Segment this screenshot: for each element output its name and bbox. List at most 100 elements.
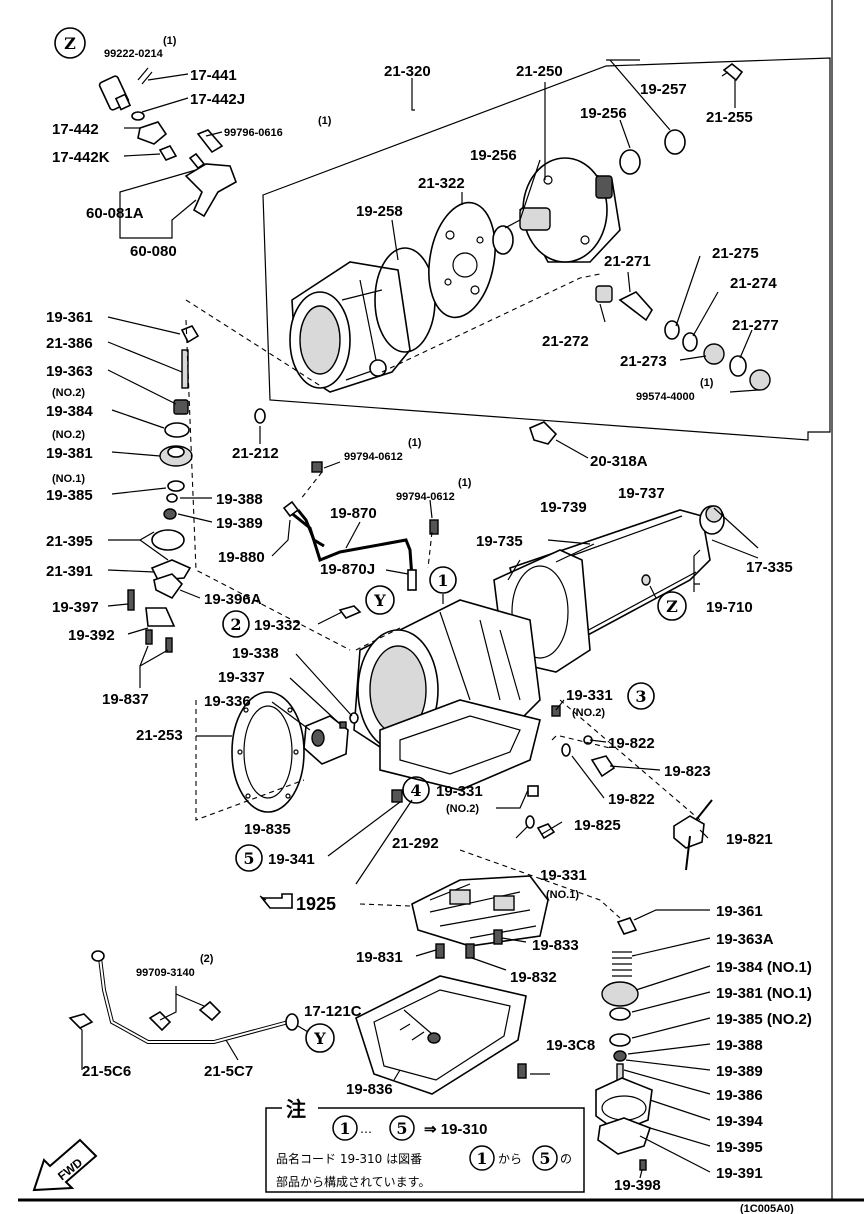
right-accumulator-stack bbox=[595, 917, 653, 1171]
fitting-20-318a-illustration bbox=[529, 421, 589, 459]
label-part: 21-275 bbox=[712, 245, 759, 262]
label-part: 21-274 bbox=[730, 275, 777, 292]
circle-5-case: 5 bbox=[235, 844, 263, 872]
label-part: 60-080 bbox=[130, 243, 177, 260]
label-qty: (NO.2) bbox=[52, 387, 85, 399]
label-part: 17-441 bbox=[190, 67, 237, 84]
oil-pump-illustration bbox=[289, 62, 771, 393]
vent-assembly-illustration bbox=[98, 67, 237, 218]
leaders-pan bbox=[393, 937, 550, 1081]
label-part: 19-870J bbox=[320, 561, 375, 578]
label-part: 99796-0616 bbox=[224, 127, 283, 139]
label-part: 19-831 bbox=[356, 949, 403, 966]
valve-body-illustration bbox=[359, 875, 549, 947]
label-qty: (2) bbox=[200, 953, 214, 965]
label-part: 19-381 bbox=[46, 445, 93, 462]
label-part: 19-395 bbox=[716, 1139, 763, 1156]
note-line2b: から bbox=[498, 1152, 522, 1166]
part-labels: (1) 99222-0214 17-441 17-442J 17-442 (1)… bbox=[46, 35, 812, 1214]
label-part: 19-256 bbox=[470, 147, 517, 164]
fwd-arrow-icon bbox=[32, 1138, 98, 1192]
pump-group-frame bbox=[262, 57, 831, 441]
leaders-right-stack bbox=[623, 909, 711, 1179]
label-part: 19-880 bbox=[218, 549, 265, 566]
svg-text:5: 5 bbox=[243, 849, 254, 868]
label-part: 19-710 bbox=[706, 599, 753, 616]
svg-text:Y: Y bbox=[373, 591, 386, 610]
circle-y-case: Y bbox=[365, 585, 395, 615]
label-part: 19-336 bbox=[204, 693, 251, 710]
label-qty: (NO.2) bbox=[52, 429, 85, 441]
label-qty: (NO.2) bbox=[446, 803, 479, 815]
label-part: 21-250 bbox=[516, 63, 563, 80]
figure-code: (1C005A0) bbox=[740, 1203, 794, 1214]
label-part: 19-833 bbox=[532, 937, 579, 954]
note-line2c: の bbox=[560, 1152, 572, 1166]
circle-1-note-line2: 1 bbox=[469, 1145, 495, 1171]
label-part: 21-292 bbox=[392, 835, 439, 852]
label-part: 19-389 bbox=[216, 515, 263, 532]
label-part: 19-388 bbox=[216, 491, 263, 508]
label-part: 19-737 bbox=[618, 485, 665, 502]
label-part: 21-391 bbox=[46, 563, 93, 580]
label-part: 21-212 bbox=[232, 445, 279, 462]
leaders-left bbox=[107, 316, 213, 688]
label-part: 21-322 bbox=[418, 175, 465, 192]
label-part: 19-332 bbox=[254, 617, 301, 634]
label-qty: (1) bbox=[458, 477, 472, 489]
note-line3: 部品から構成されています。 bbox=[276, 1174, 430, 1189]
label-part: 21-273 bbox=[620, 353, 667, 370]
svg-text:Z: Z bbox=[64, 34, 76, 53]
svg-text:1: 1 bbox=[476, 1149, 487, 1168]
label-part: 19-331 bbox=[540, 867, 587, 884]
label-qty: (1) bbox=[700, 377, 714, 389]
note-arrow-ref: ⇒ 19-310 bbox=[424, 1121, 487, 1138]
svg-text:1: 1 bbox=[437, 571, 448, 590]
label-part: 19-389 bbox=[716, 1063, 763, 1080]
label-part: 19-398 bbox=[614, 1177, 661, 1194]
label-part: 19-837 bbox=[102, 691, 149, 708]
label-part: 21-271 bbox=[604, 253, 651, 270]
label-qty: (NO.2) bbox=[572, 707, 605, 719]
label-part: 1925 bbox=[296, 894, 336, 914]
label-part: 19-396A bbox=[204, 591, 262, 608]
label-part: 19-835 bbox=[244, 821, 291, 838]
circle-5-note-line2: 5 bbox=[532, 1145, 558, 1171]
label-part: 19-385 bbox=[46, 487, 93, 504]
label-part: 19-735 bbox=[476, 533, 523, 550]
label-part: 19-397 bbox=[52, 599, 99, 616]
circle-5-note: 5 bbox=[389, 1115, 415, 1141]
note-box bbox=[265, 1107, 585, 1193]
label-part: 19-822 bbox=[608, 791, 655, 808]
label-part: 21-5C7 bbox=[204, 1063, 253, 1080]
label-part: 21-395 bbox=[46, 533, 93, 550]
svg-text:3: 3 bbox=[635, 687, 646, 706]
case-dashed-guides bbox=[195, 627, 701, 919]
label-part: 19-337 bbox=[218, 669, 265, 686]
circle-4-case: 4 bbox=[402, 776, 430, 804]
label-part: 19-363 bbox=[46, 363, 93, 380]
label-part: 21-272 bbox=[542, 333, 589, 350]
leaders-case bbox=[196, 507, 759, 885]
circle-z-case: Z bbox=[657, 591, 687, 621]
label-part: 19-341 bbox=[268, 851, 315, 868]
label-qty: (1) bbox=[408, 437, 422, 449]
transmission-case-illustration bbox=[231, 505, 725, 871]
pump-dashed-guides bbox=[185, 273, 601, 393]
label-part: 19-739 bbox=[540, 499, 587, 516]
label-part: 99794-0612 bbox=[396, 491, 455, 503]
label-part: 99574-4000 bbox=[636, 391, 695, 403]
label-part: 99709-3140 bbox=[136, 967, 195, 979]
label-part: 21-277 bbox=[732, 317, 779, 334]
label-part: 19-3C8 bbox=[546, 1037, 595, 1054]
label-part: 19-836 bbox=[346, 1081, 393, 1098]
label-part: 60-081A bbox=[86, 205, 144, 222]
circle-y-hose: Y bbox=[305, 1023, 335, 1053]
label-part: 21-255 bbox=[706, 109, 753, 126]
left-stack-dashes bbox=[185, 319, 351, 651]
label-part: 21-253 bbox=[136, 727, 183, 744]
circle-1-case: 1 bbox=[429, 566, 457, 594]
leaders-pump bbox=[391, 59, 759, 393]
label-part: 19-384 (NO.1) bbox=[716, 959, 812, 976]
